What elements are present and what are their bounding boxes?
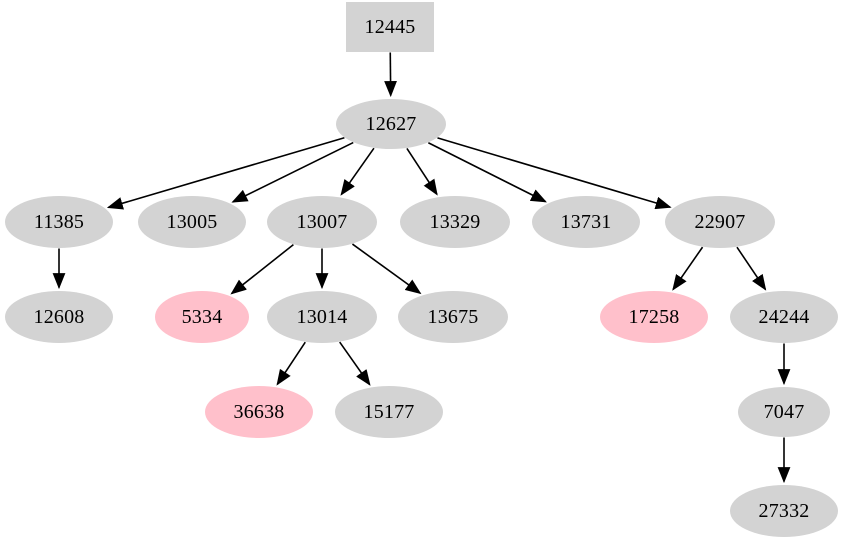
graph-edge-12627-to-13005 — [231, 141, 354, 203]
graph-node-17258[interactable]: 17258 — [600, 291, 708, 343]
graph-node-12608[interactable]: 12608 — [5, 291, 113, 343]
graph-node-label: 12627 — [365, 113, 417, 135]
graph-node-15177[interactable]: 15177 — [335, 386, 443, 438]
graph-edge-13014-to-15177 — [339, 341, 371, 386]
graph-node-13005[interactable]: 13005 — [138, 196, 246, 248]
graph-edge-12627-to-13007 — [340, 147, 375, 196]
graph-node-label: 13731 — [560, 211, 612, 233]
graph-node-label: 5334 — [181, 306, 223, 328]
graph-node-label: 13329 — [429, 211, 481, 233]
graph-node-13731[interactable]: 13731 — [532, 196, 640, 248]
graph-node-13675[interactable]: 13675 — [398, 291, 508, 343]
graph-node-label: 7047 — [763, 401, 805, 423]
graph-edge-13014-to-36638 — [276, 341, 306, 386]
graph-node-13014[interactable]: 13014 — [267, 291, 377, 343]
graph-node-7047[interactable]: 7047 — [738, 387, 830, 437]
graph-node-label: 27332 — [758, 500, 810, 522]
graph-edge-13007-to-5334 — [230, 244, 294, 295]
graph-node-27332[interactable]: 27332 — [730, 485, 838, 537]
graph-node-11385[interactable]: 11385 — [5, 196, 113, 248]
graph-edge-12627-to-22907 — [437, 137, 672, 210]
graph-node-label: 15177 — [363, 401, 415, 423]
graph-node-label: 11385 — [33, 211, 85, 233]
graph-node-label: 13675 — [427, 306, 479, 328]
graph-edge-22907-to-17258 — [672, 246, 704, 291]
graph-node-22907[interactable]: 22907 — [665, 196, 775, 248]
graph-node-label: 12608 — [33, 306, 85, 328]
graph-edge-12627-to-11385 — [106, 136, 345, 210]
graph-node-5334[interactable]: 5334 — [155, 291, 249, 343]
edges-group — [52, 52, 791, 484]
graph-edge-22907-to-24244 — [736, 246, 767, 291]
graph-edge-12627-to-13329 — [406, 147, 438, 196]
graph-node-label: 24244 — [758, 306, 810, 328]
graph-node-12627[interactable]: 12627 — [336, 99, 446, 149]
graph-node-24244[interactable]: 24244 — [730, 291, 838, 343]
graph-node-label: 12445 — [364, 16, 416, 38]
graph-edge-12627-to-13731 — [427, 142, 547, 203]
graph-node-label: 22907 — [694, 211, 746, 233]
graph-node-13007[interactable]: 13007 — [267, 196, 377, 248]
graph-node-36638[interactable]: 36638 — [205, 386, 313, 438]
graph-node-label: 36638 — [233, 401, 285, 423]
graph-node-13329[interactable]: 13329 — [400, 196, 510, 248]
graph-edge-13007-to-13675 — [351, 243, 422, 295]
graph-node-label: 17258 — [628, 306, 680, 328]
graph-node-12445[interactable]: 12445 — [346, 2, 434, 52]
graph-node-label: 13014 — [296, 306, 348, 328]
graph-node-label: 13005 — [166, 211, 218, 233]
graph-node-label: 13007 — [296, 211, 348, 233]
